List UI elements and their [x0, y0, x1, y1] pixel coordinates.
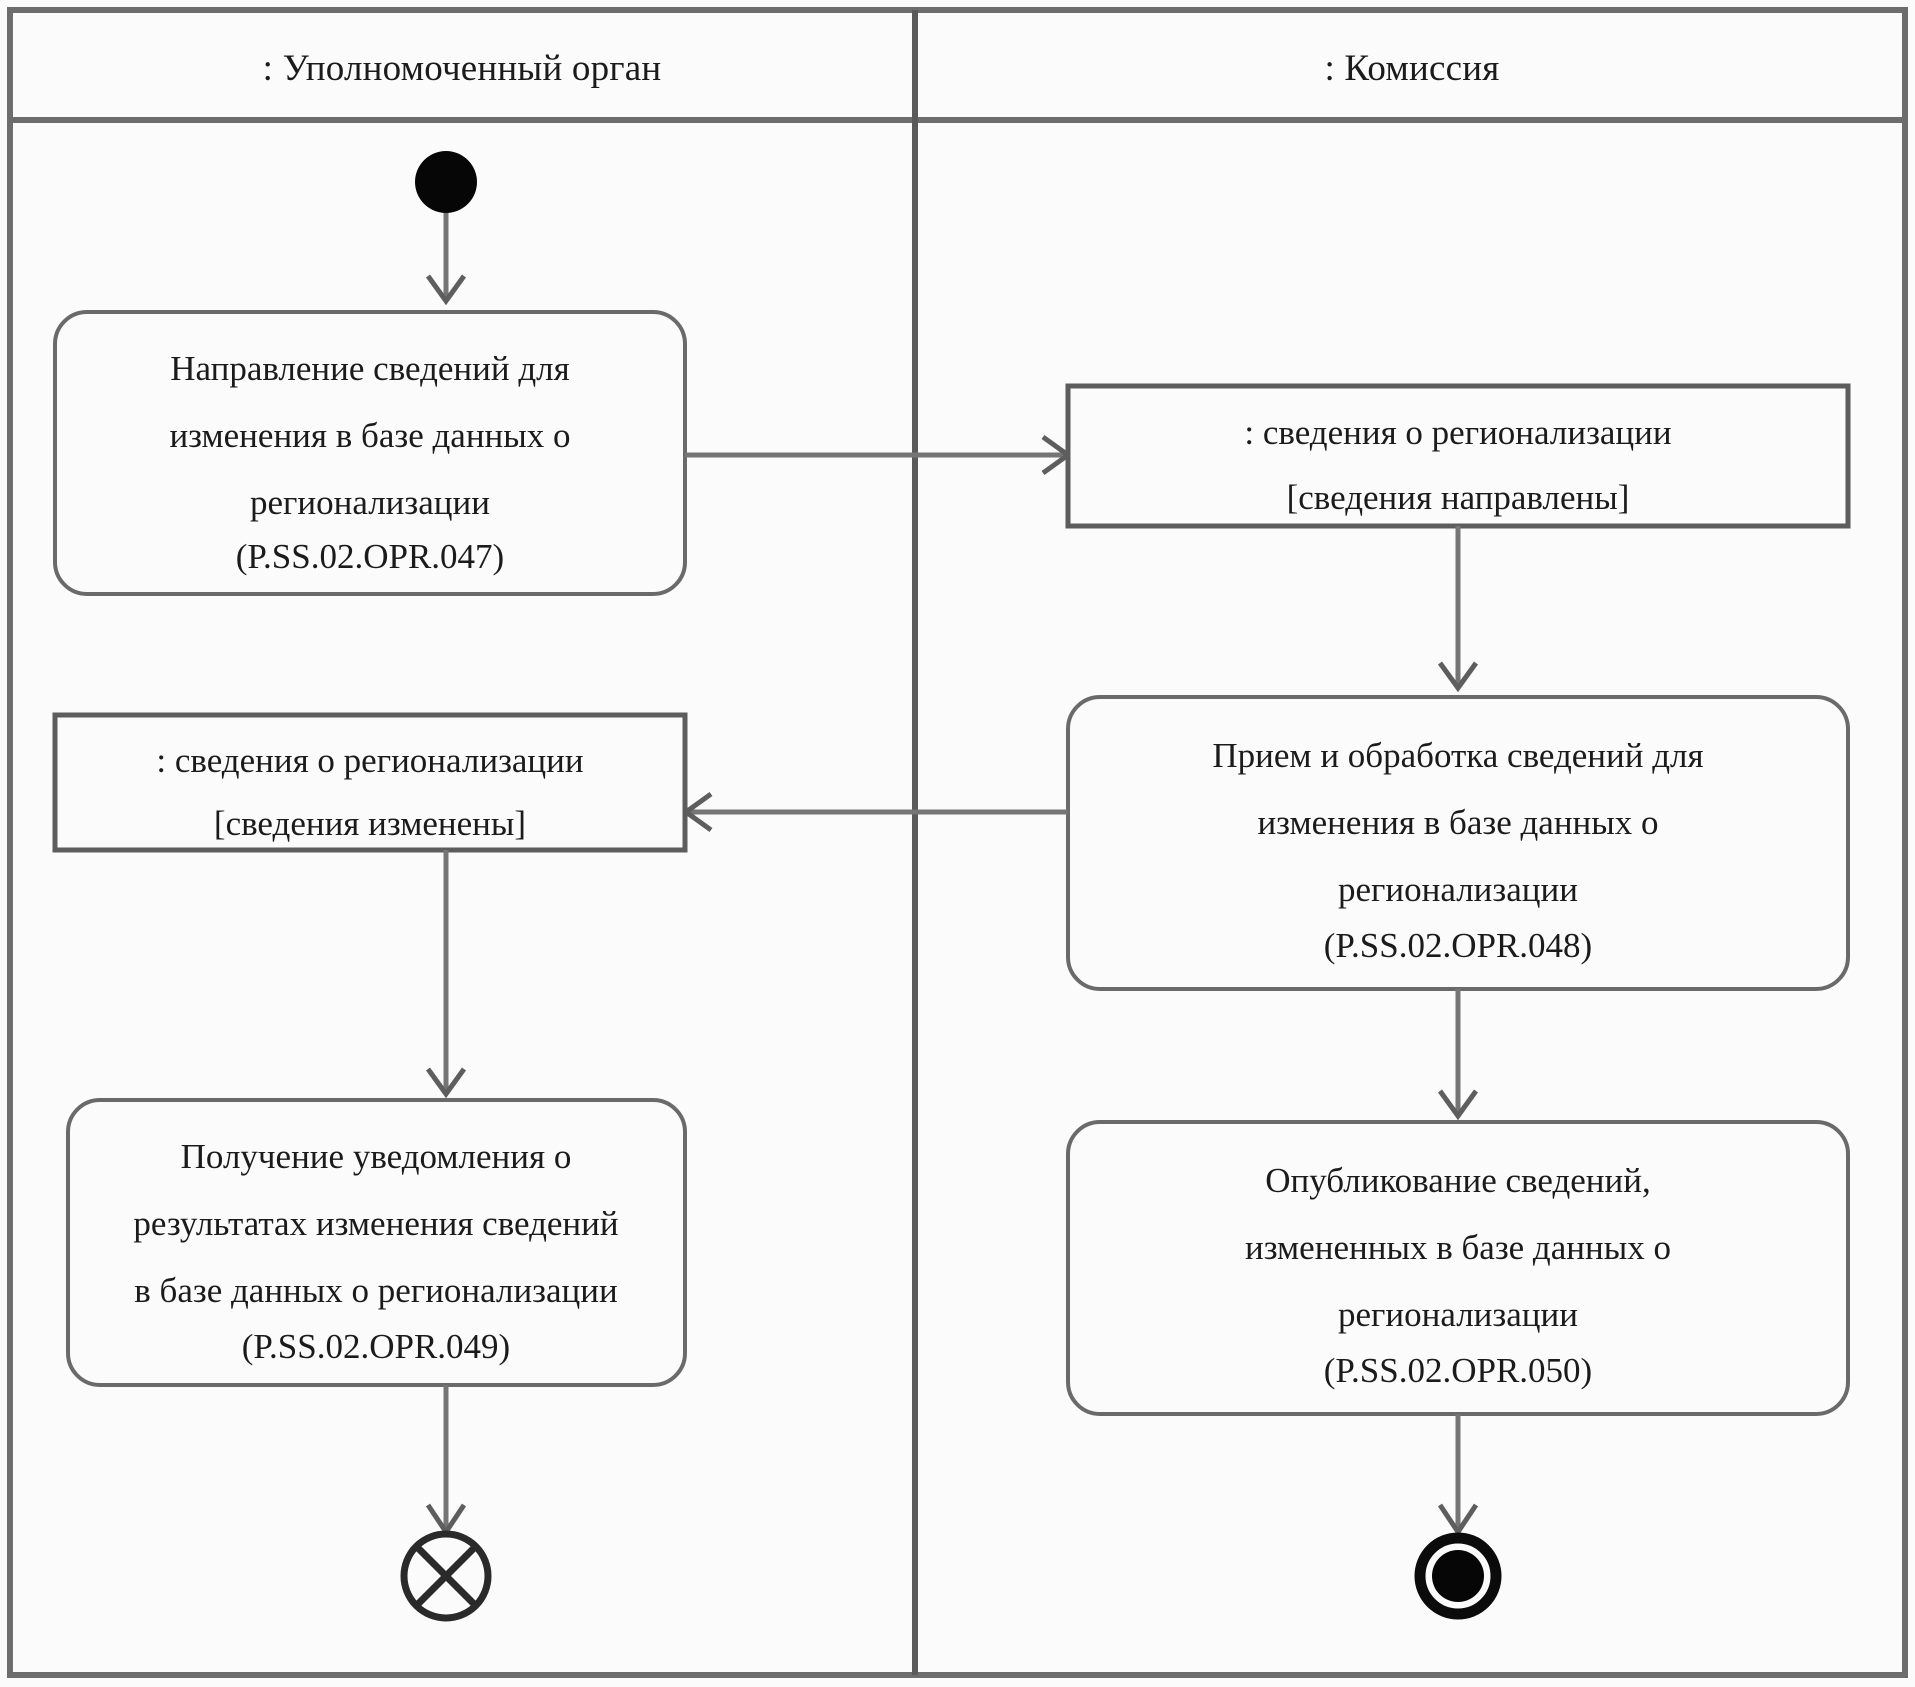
arrowhead-initial-to-action047 [425, 274, 467, 306]
lane-header-right: : Комиссия [1324, 48, 1499, 89]
action-049-line-1: Получение уведомления о [181, 1137, 572, 1176]
action-047-line-2: изменения в базе данных о [169, 416, 570, 455]
object-changed-shape [52, 712, 688, 853]
activity-final-inner-dot [1432, 1550, 1484, 1602]
object-changed-line-1: : сведения о регионализации [156, 741, 583, 780]
action-047-line-4: (P.SS.02.OPR.047) [236, 537, 504, 576]
initial-node [415, 151, 477, 213]
object-node-sent: : сведения о регионализации [сведения на… [1065, 383, 1851, 529]
object-sent-line-1: : сведения о регионализации [1244, 413, 1671, 452]
action-049-line-3: в базе данных о регионализации [134, 1271, 618, 1310]
flow-final-cross-stroke-2 [413, 1543, 479, 1609]
action-049-line-2: результатах изменения сведений [133, 1204, 618, 1243]
arrowhead-action050-to-activityfinal [1437, 1503, 1479, 1537]
arrowhead-action048-to-action050 [1437, 1089, 1479, 1121]
diagram-frame [7, 7, 1908, 1678]
object-node-changed: : сведения о регионализации [сведения из… [52, 712, 688, 853]
action-node-049: Получение уведомления о результатах изме… [66, 1098, 687, 1387]
lane-header-left: : Уполномоченный орган [263, 48, 662, 89]
action-050-line-2: измененных в базе данных о [1245, 1228, 1671, 1267]
flow-final-node [400, 1530, 492, 1622]
object-changed-line-2: [сведения изменены] [214, 804, 526, 843]
action-048-line-2: изменения в базе данных о [1257, 803, 1658, 842]
action-050-line-3: регионализации [1338, 1295, 1578, 1334]
action-node-050: Опубликование сведений, измененных в баз… [1066, 1120, 1850, 1416]
object-sent-line-2: [сведения направлены] [1287, 478, 1630, 517]
action-048-line-1: Прием и обработка сведений для [1212, 736, 1703, 775]
action-047-line-1: Направление сведений для [170, 349, 570, 388]
arrowhead-object-sent-to-action048 [1437, 661, 1479, 693]
action-node-048: Прием и обработка сведений для изменения… [1066, 695, 1850, 991]
activity-final-node [1414, 1532, 1502, 1620]
action-node-047: Направление сведений для изменения в баз… [53, 310, 687, 596]
arrowhead-object-changed-to-action049 [425, 1067, 467, 1099]
action-049-shape [66, 1098, 687, 1387]
action-047-line-3: регионализации [250, 483, 490, 522]
action-048-line-4: (P.SS.02.OPR.048) [1324, 926, 1592, 965]
action-049-line-4: (P.SS.02.OPR.049) [242, 1327, 510, 1366]
action-050-line-4: (P.SS.02.OPR.050) [1324, 1351, 1592, 1390]
action-050-line-1: Опубликование сведений, [1265, 1161, 1650, 1200]
action-048-line-3: регионализации [1338, 870, 1578, 909]
